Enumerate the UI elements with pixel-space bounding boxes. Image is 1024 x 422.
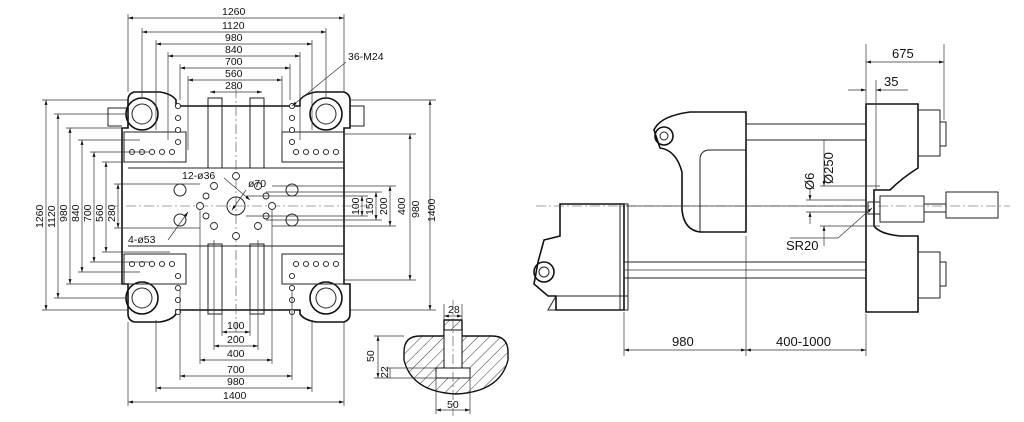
bottom-dim-4: 700 [227,364,245,376]
side-top-dim-a: 675 [892,46,914,61]
bottom-dim-5: 980 [227,376,245,388]
section-left-inner-dim: 22 [379,366,391,378]
bottom-dimensions: 100 200 400 700 980 1400 [127,210,345,406]
holes12-label: 12-ø36 [182,170,215,182]
right-dim-4: 400 [396,197,408,215]
right-dim-2: 150 [364,197,376,215]
top-dim-3: 980 [225,32,243,44]
section-bottom-dim: 50 [447,399,459,411]
side-bottom-dim-a: 980 [672,334,694,349]
left-dimensions: 1260 1120 980 840 700 560 280 [34,99,200,311]
holes4-label: 4-ø53 [128,234,156,246]
machine-side-view: 675 35 Ø250 Ø6 SR20 980 400-1000 [533,44,1010,356]
side-radius: SR20 [786,238,819,253]
top-dim-1: 1260 [222,6,246,18]
left-dim-4: 840 [70,204,82,222]
left-dim-1: 1260 [34,204,46,228]
bottom-dim-3: 400 [227,348,245,360]
side-bottom-dim-b: 400-1000 [776,334,831,349]
side-dia-b: Ø6 [802,173,817,190]
bolt-hole-rows [128,102,340,316]
right-dimensions: 100 150 200 400 980 1400 [246,99,438,311]
section-top-dim: 28 [448,304,460,316]
top-dim-7: 280 [225,80,243,92]
top-dim-6: 560 [225,68,243,80]
right-dim-3: 200 [378,197,390,215]
bottom-dim-1: 100 [227,320,245,332]
right-dim-5: 980 [410,200,422,218]
right-dim-6: 1400 [426,198,438,222]
platen-callouts: 36-M24 12-ø36 ø70 4-ø53 [128,51,384,246]
top-dimensions: 1260 1120 980 840 700 560 280 [127,6,345,150]
left-dim-2: 1120 [46,205,58,228]
top-dim-4: 840 [225,44,243,56]
t-slot-section: 28 50 22 50 [365,300,509,416]
side-dia-a: Ø250 [821,152,836,184]
bottom-dim-6: 1400 [223,390,247,402]
left-dim-5: 700 [82,204,94,222]
center-label: ø70 [248,178,266,190]
left-dim-7: 280 [106,204,118,222]
thread-label: 36-M24 [348,51,384,63]
top-dim-2: 1120 [222,20,245,32]
platen-front-view: 1260 1120 980 840 700 560 280 1260 1120 … [34,6,438,406]
section-left-outer-dim: 50 [365,350,377,362]
left-dim-3: 980 [58,204,70,222]
bottom-dim-2: 200 [227,334,245,346]
top-dim-5: 700 [225,56,243,68]
left-dim-6: 560 [94,204,106,222]
side-top-dim-b: 35 [884,74,898,89]
right-dim-1: 100 [350,197,362,215]
